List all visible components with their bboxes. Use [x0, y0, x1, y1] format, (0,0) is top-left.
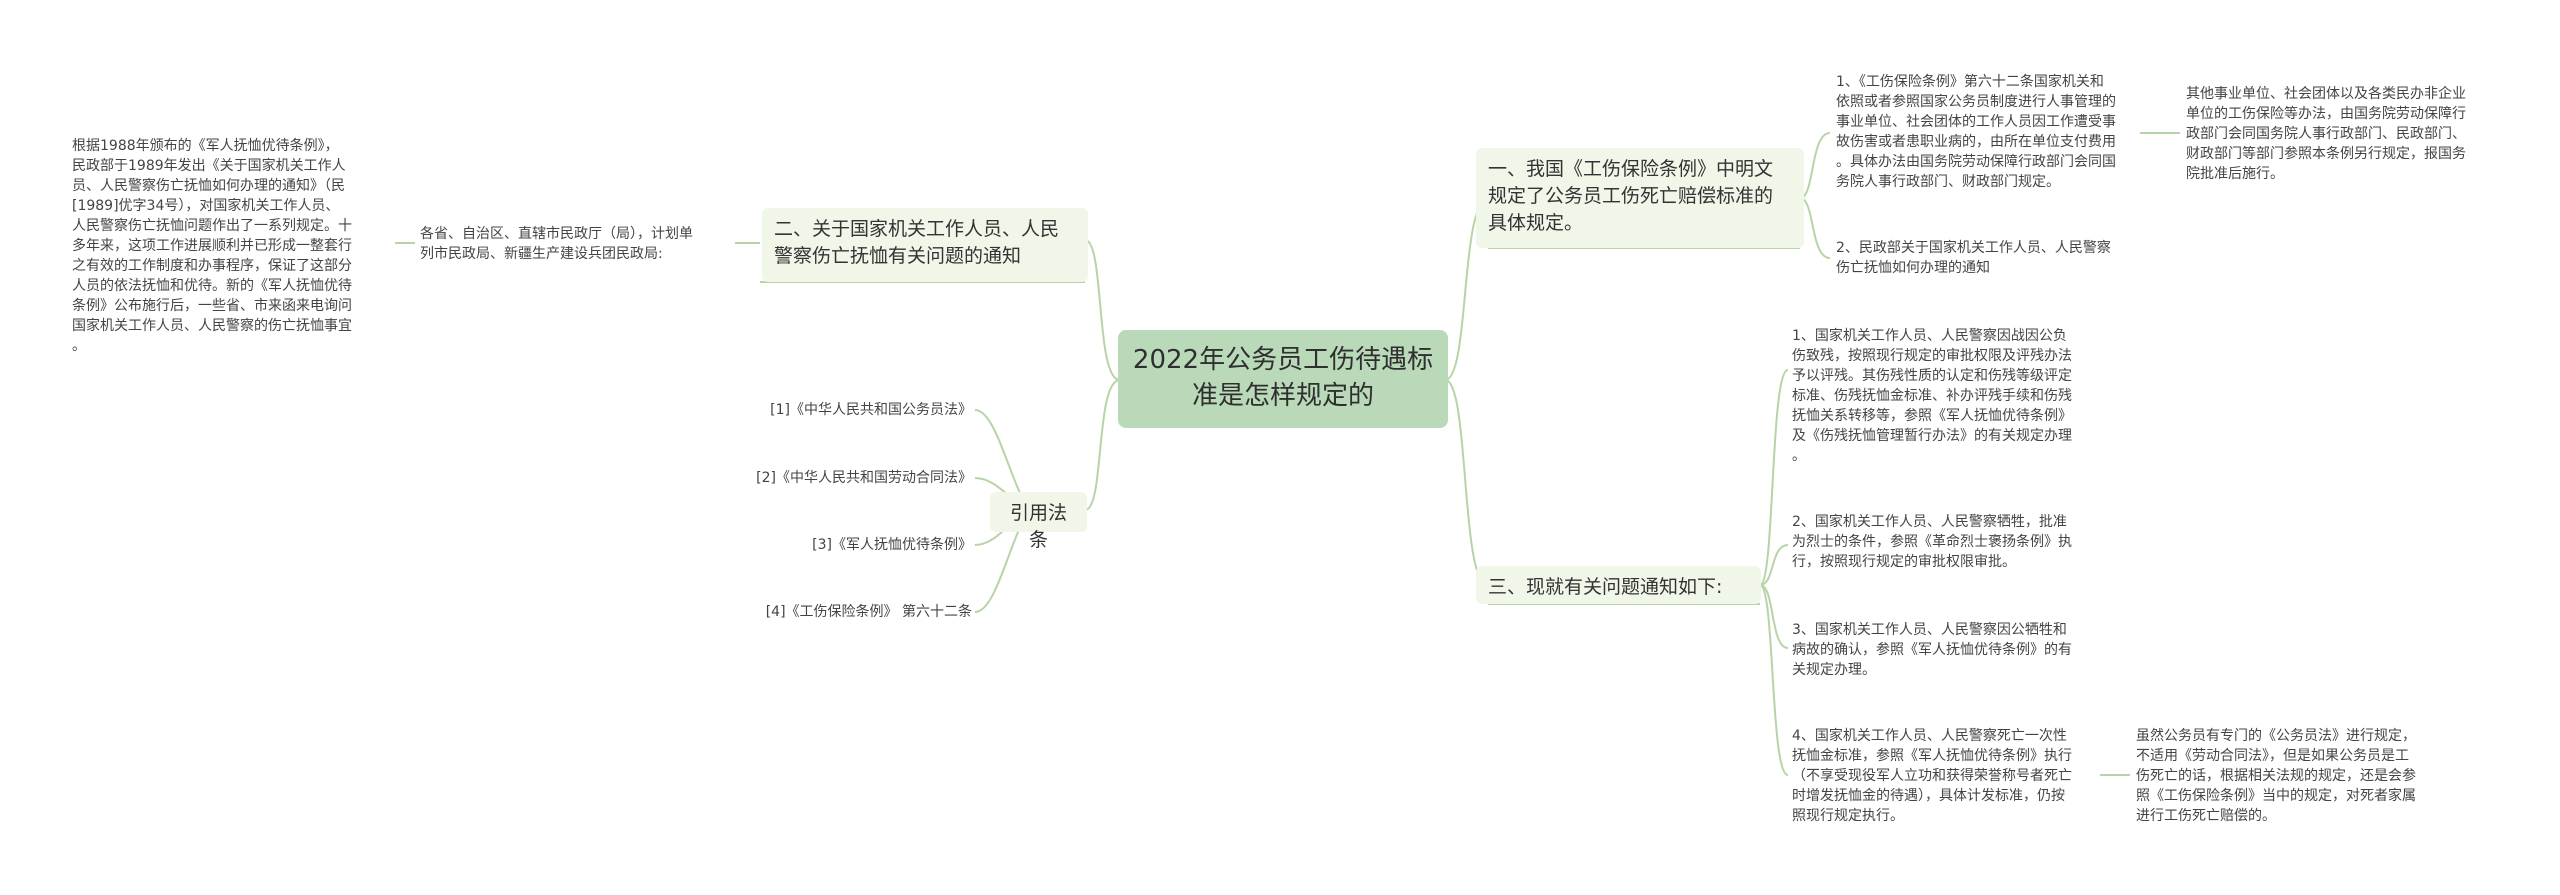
- reference-item: [2]《中华人民共和国劳动合同法》: [756, 470, 972, 486]
- notice-item-1: 1、国家机关工作人员、人民警察因战因公负 伤致残，按照现行规定的审批权限及评残办…: [1792, 328, 2072, 464]
- notice-recipient-text: 各省、自治区、直辖市民政厅（局），计划单 列市民政局、新疆生产建设兵团民政局:: [420, 226, 693, 262]
- branch-references-title[interactable]: 引用法条: [990, 492, 1087, 551]
- reference-item: [4]《工伤保险条例》 第六十二条: [765, 604, 972, 620]
- standard-item-2: 2、民政部关于国家机关工作人员、人民警察 伤亡抚恤如何办理的通知: [1836, 240, 2111, 276]
- branch-notice-items-title[interactable]: 三、现就有关问题通知如下:: [1476, 566, 1761, 604]
- branch-notice-title[interactable]: 二、关于国家机关工作人员、人民 警察伤亡抚恤有关问题的通知: [762, 208, 1088, 282]
- notice-item-3: 3、国家机关工作人员、人民警察因公牺牲和 病故的确认，参照《军人抚恤优待条例》的…: [1792, 622, 2072, 678]
- branch-standard-title[interactable]: 一、我国《工伤保险条例》中明文 规定了公务员工伤死亡赔偿标准的 具体规定。: [1476, 148, 1804, 248]
- reference-item: [1]《中华人民共和国公务员法》: [770, 402, 972, 418]
- reference-item: [3]《军人抚恤优待条例》: [812, 537, 972, 553]
- notice-item-4: 4、国家机关工作人员、人民警察死亡一次性 抚恤金标准，参照《军人抚恤优待条例》执…: [1792, 728, 2072, 824]
- standard-item-1: 1、《工伤保险条例》第六十二条国家机关和 依照或者参照国家公务员制度进行人事管理…: [1836, 74, 2116, 190]
- notice-item-2: 2、国家机关工作人员、人民警察牺牲，批准 为烈士的条件，参照《革命烈士褒扬条例》…: [1792, 514, 2072, 570]
- standard-item-1-detail: 其他事业单位、社会团体以及各类民办非企业 单位的工伤保险等办法，由国务院劳动保障…: [2186, 86, 2466, 182]
- notice-detail-text: 根据1988年颁布的《军人抚恤优待条例》， 民政部于1989年发出《关于国家机关…: [72, 138, 352, 354]
- notice-item-4-detail: 虽然公务员有专门的《公务员法》进行规定， 不适用《劳动合同法》，但是如果公务员是…: [2136, 728, 2416, 824]
- root-topic[interactable]: 2022年公务员工伤待遇标 准是怎样规定的: [1118, 330, 1448, 428]
